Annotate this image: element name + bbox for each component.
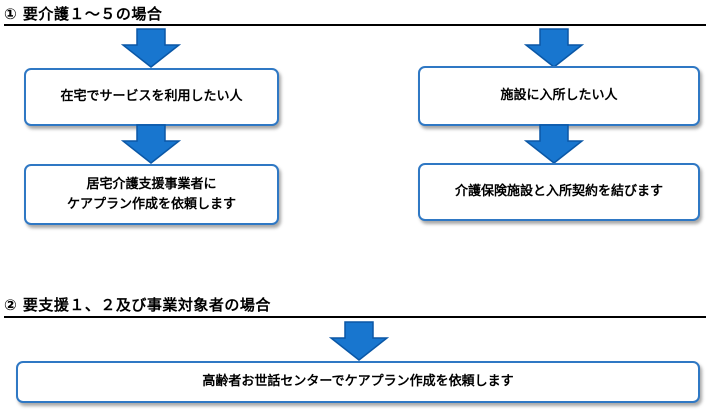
- down-arrow-icon: [329, 321, 389, 361]
- down-arrow-icon: [121, 124, 181, 164]
- support-center-care-plan-box: 高齢者お世話センターでケアプラン作成を依頼します: [16, 361, 700, 403]
- section-1-divider: [4, 24, 706, 26]
- facility-admission-box: 施設に入所したい人: [418, 66, 700, 126]
- down-arrow-icon: [524, 124, 584, 164]
- section-2-divider: [4, 316, 706, 318]
- section-2-title: ② 要支援１、２及び事業対象者の場合: [4, 296, 271, 314]
- care-plan-request-box: 居宅介護支援事業者に ケアプラン作成を依頼します: [24, 164, 279, 225]
- down-arrow-icon: [121, 28, 181, 68]
- home-service-user-box: 在宅でサービスを利用したい人: [24, 68, 279, 126]
- section-1-title: ① 要介護１～５の場合: [4, 5, 163, 23]
- down-arrow-icon: [524, 28, 584, 68]
- facility-contract-box: 介護保険施設と入所契約を結びます: [418, 163, 700, 221]
